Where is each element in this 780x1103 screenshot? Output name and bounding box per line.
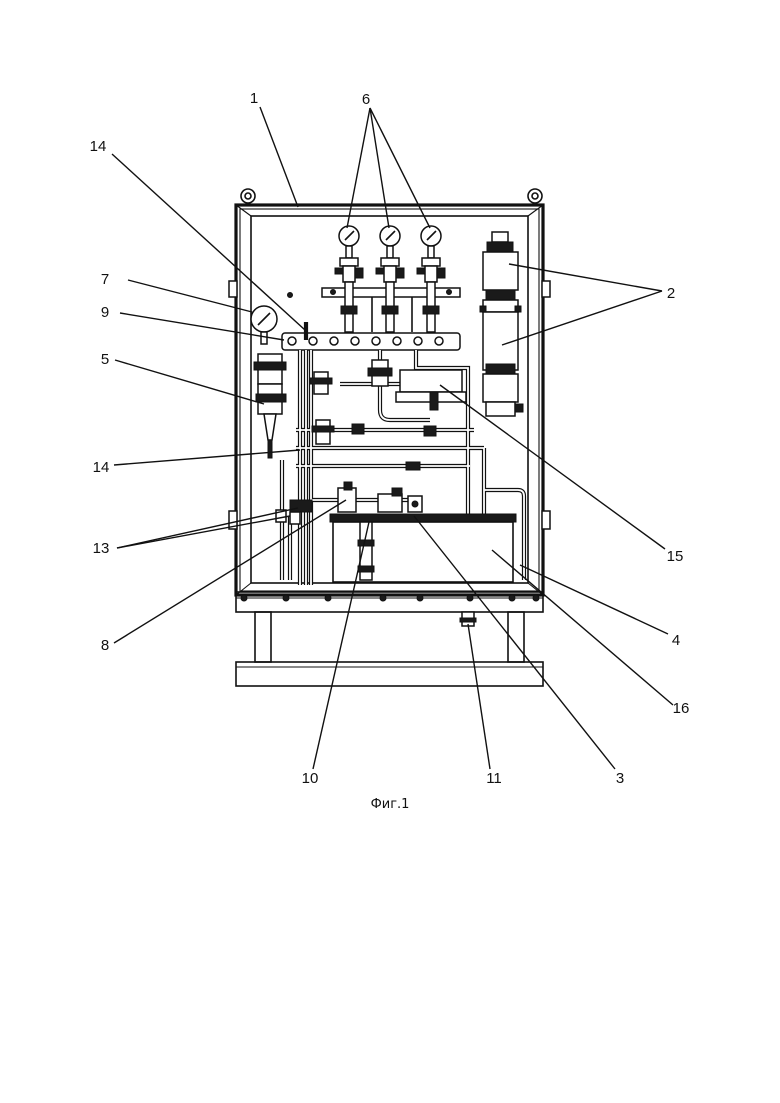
label-7: 7 — [101, 271, 109, 288]
label-15: 15 — [667, 548, 684, 565]
gauges-row — [288, 226, 499, 332]
label-2: 2 — [667, 285, 675, 302]
label-1: 1 — [250, 90, 258, 107]
manifold — [282, 333, 460, 350]
callout-labels: 1 6 14 7 9 5 14 13 8 2 15 4 16 3 10 11 — [90, 90, 690, 787]
label-8: 8 — [101, 637, 109, 654]
label-6: 6 — [362, 91, 370, 108]
label-11: 11 — [486, 770, 502, 787]
label-3: 3 — [616, 770, 624, 787]
label-14-mid: 14 — [93, 459, 110, 476]
label-10: 10 — [302, 770, 319, 787]
label-4: 4 — [672, 632, 680, 649]
label-9: 9 — [101, 304, 109, 321]
label-13: 13 — [93, 540, 110, 557]
label-16: 16 — [673, 700, 690, 717]
label-5: 5 — [101, 351, 109, 368]
filter-cylinders — [480, 232, 523, 416]
figure-caption: Фиг.1 — [371, 797, 410, 812]
label-14-top: 14 — [90, 138, 107, 155]
